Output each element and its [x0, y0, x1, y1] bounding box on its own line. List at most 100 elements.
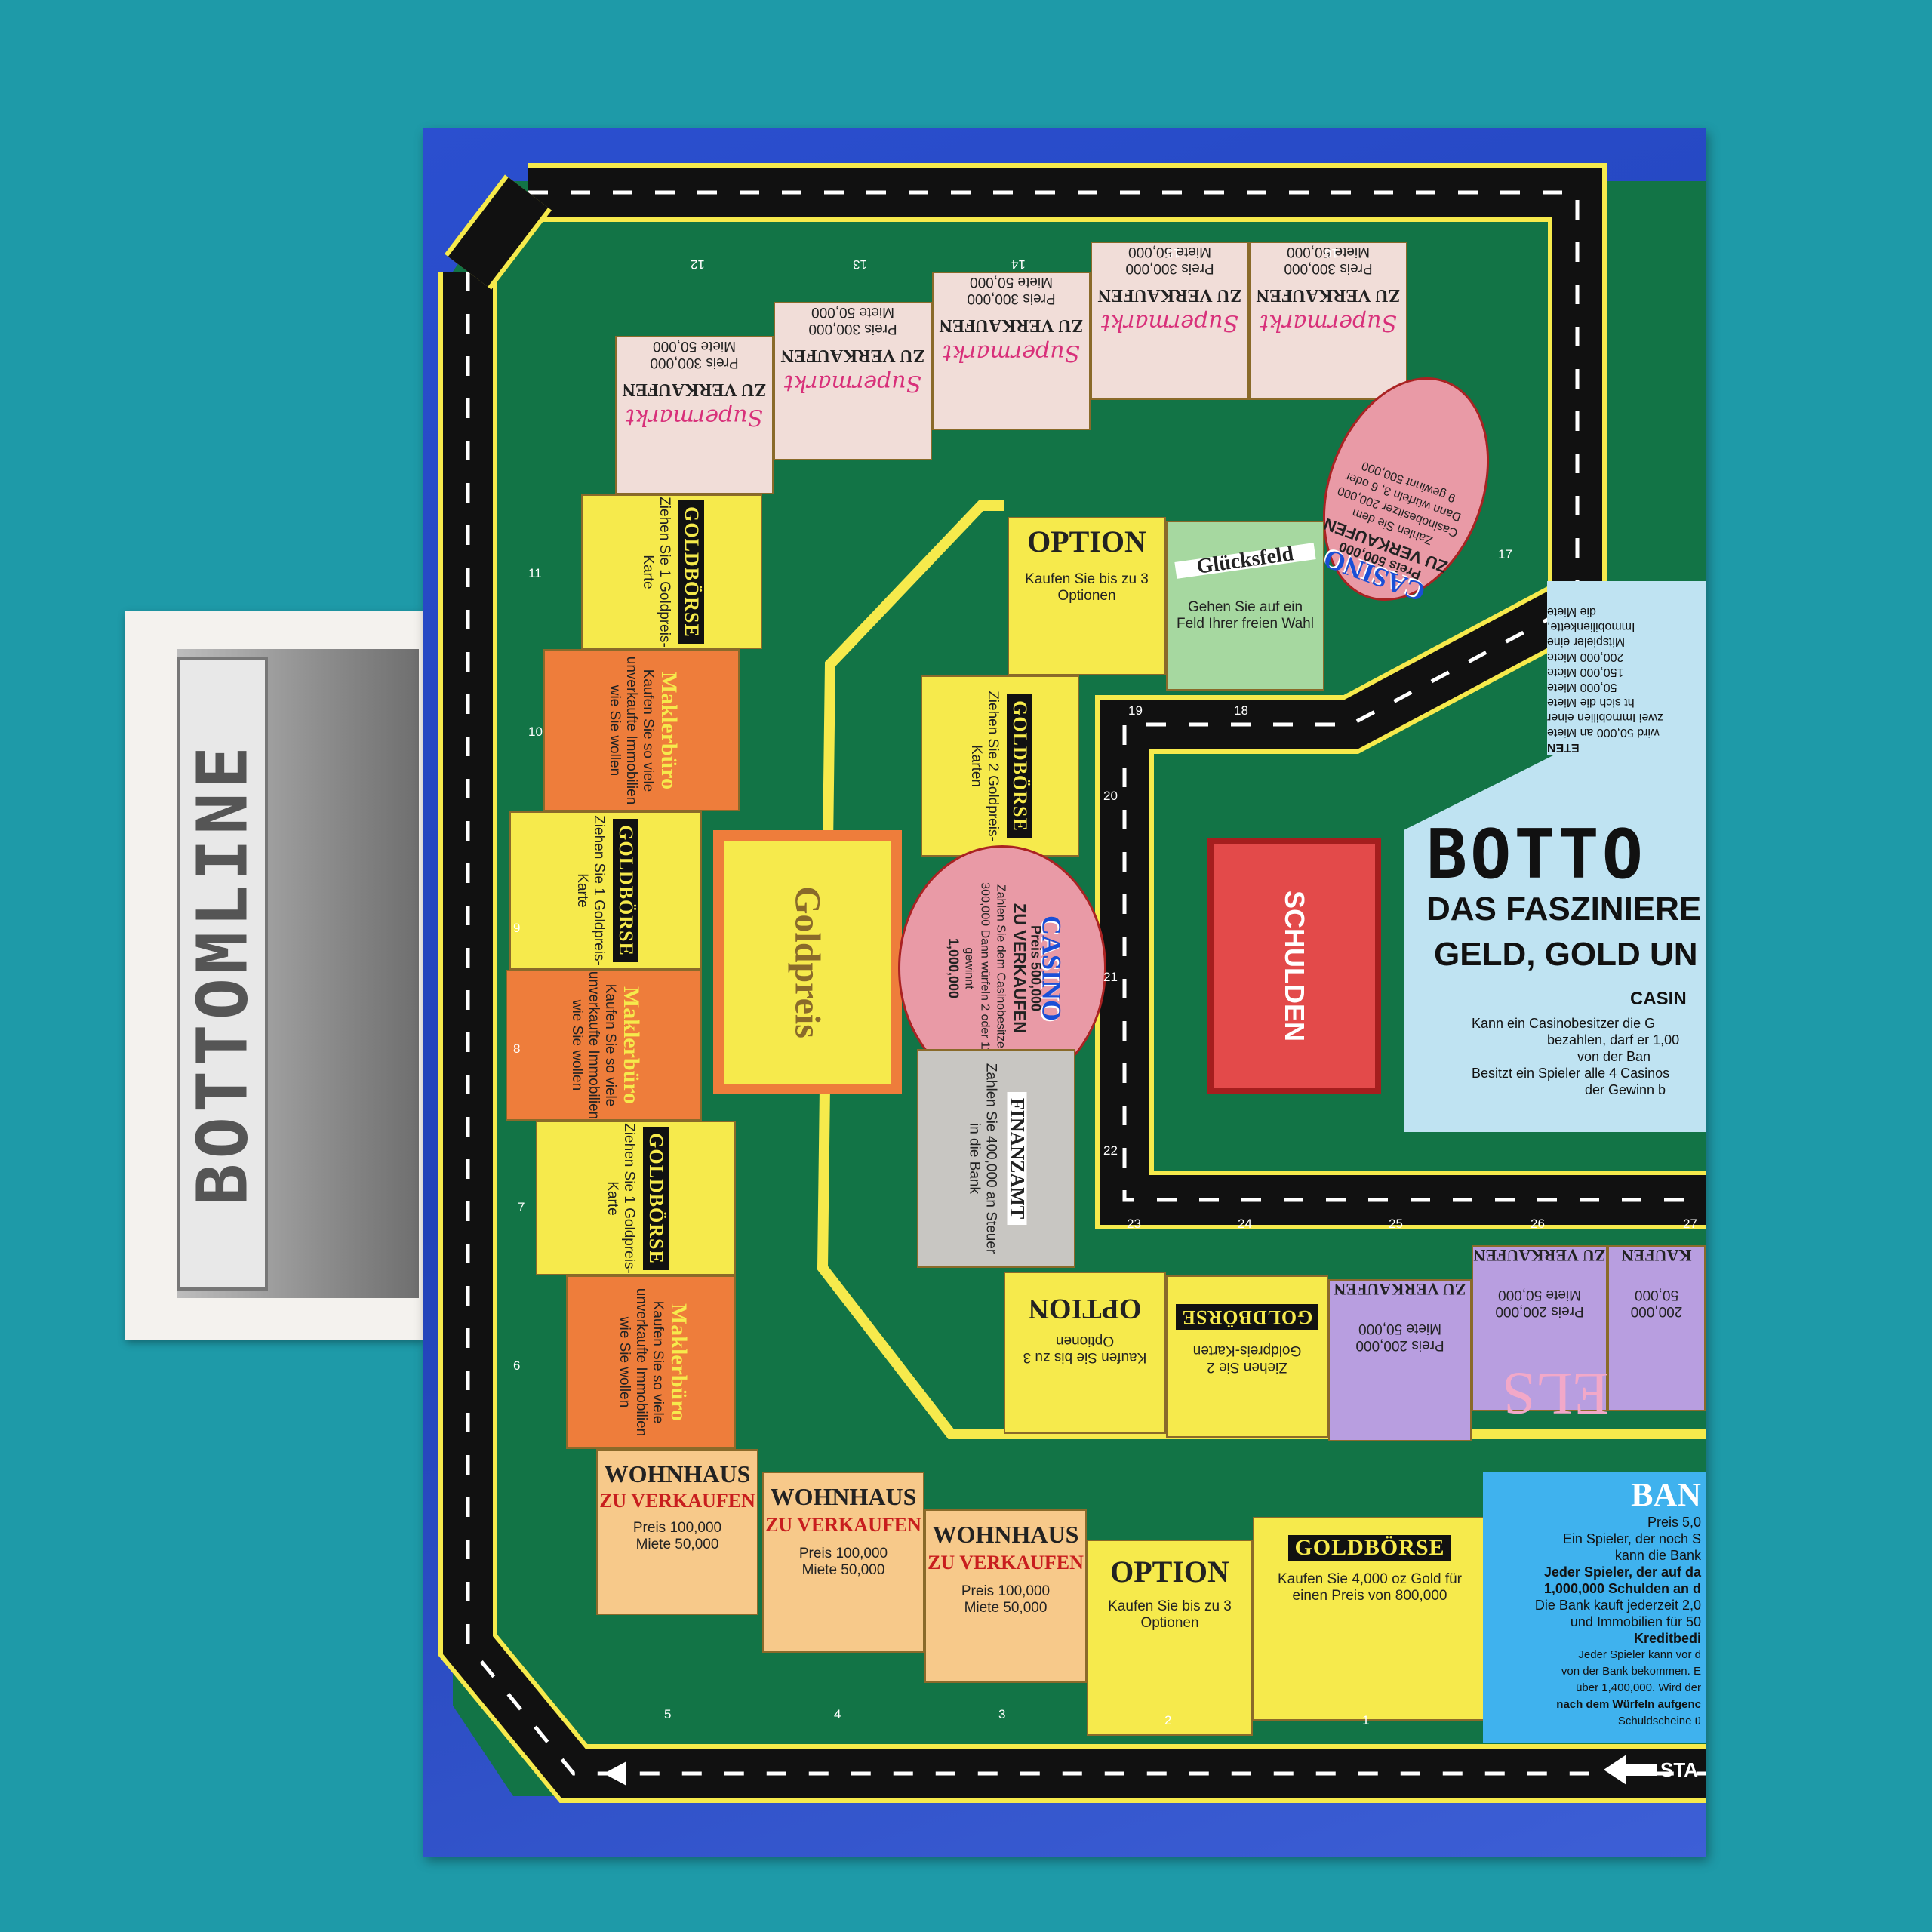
tile-26-property[interactable]: Preis 200,000 Miete 50,000 ZU VERKAUFEN: [1472, 1245, 1607, 1411]
tile-9-goldboerse[interactable]: GOLDBÖRSE Ziehen Sie 1 Goldpreis-Karte: [509, 811, 702, 970]
tile-8-maklerbuero[interactable]: Maklerbüro Kaufen Sie so viele unverkauf…: [506, 970, 702, 1121]
tile-13-supermarkt[interactable]: Supermarkt ZU VERKAUFEN Preis 300,000 Mi…: [774, 302, 932, 460]
start-label: STA: [1660, 1758, 1699, 1781]
square-number: 17: [1498, 547, 1512, 561]
goldpreis-label: Goldpreis: [787, 886, 828, 1038]
maklerbuero-label: Maklerbüro: [619, 986, 644, 1105]
square-number: 4: [834, 1707, 841, 1721]
tile-20-goldboerse[interactable]: GOLDBÖRSE Ziehen Sie 2 Goldpreis-Karten: [921, 675, 1079, 857]
bank-line: von der Bank bekommen. E: [1561, 1665, 1701, 1678]
square-number: 25: [1389, 1217, 1403, 1231]
tile-12-supermarkt[interactable]: Supermarkt ZU VERKAUFEN Preis 300,000 Mi…: [615, 336, 774, 494]
sale-label: ZU VERKAUFEN: [599, 1490, 755, 1512]
supermarkt-label: Supermarkt: [1100, 309, 1239, 336]
tile-8-text: Kaufen Sie so viele unverkaufte Immobili…: [569, 971, 618, 1120]
center-info-panel: BOTTO DAS FASZINIERE GELD, GOLD UN CASIN…: [1404, 755, 1706, 1132]
price: Preis 300,000: [808, 321, 897, 337]
square-number: 14: [1011, 257, 1026, 272]
tile-18-gluecksfeld[interactable]: Glücksfeld Gehen Sie auf ein Feld Ihrer …: [1166, 521, 1324, 691]
square-number: 19: [1128, 703, 1143, 718]
tile-7-goldboerse[interactable]: GOLDBÖRSE Ziehen Sie 1 Goldpreis-Karte: [536, 1121, 736, 1275]
option-label: OPTION: [1110, 1555, 1229, 1589]
tile-21-text: Zahlen Sie dem Casinobesitzer 300,000 Da…: [962, 882, 1008, 1054]
square-number: 6: [513, 1358, 521, 1373]
sale-label: ZU VERKAUFEN: [1334, 1280, 1466, 1299]
wohnhaus-label: WOHNHAUS: [604, 1460, 751, 1487]
square-number: 15: [1166, 246, 1180, 260]
bank-line: kann die Bank: [1614, 1548, 1701, 1563]
tile-24-goldboerse[interactable]: Ziehen Sie 2 Goldpreis-Karten GOLDBÖRSE: [1166, 1275, 1328, 1438]
tile-10-maklerbuero[interactable]: Maklerbüro Kaufen Sie so viele unverkauf…: [543, 649, 740, 811]
supermarkt-label: Supermarkt: [1259, 309, 1398, 336]
tile-19-option[interactable]: OPTION Kaufen Sie bis zu 3 Optionen: [1008, 517, 1166, 675]
tile-14-supermarkt[interactable]: Supermarkt ZU VERKAUFEN Preis 300,000 Mi…: [932, 272, 1091, 430]
tile-1-text: Kaufen Sie 4,000 oz Gold für einen Preis…: [1278, 1571, 1462, 1604]
price: Preis 300,000: [967, 291, 1056, 306]
tile-3-wohnhaus[interactable]: WOHNHAUS ZU VERKAUFEN Preis 100,000 Miet…: [924, 1509, 1087, 1683]
square-number: 10: [528, 724, 543, 739]
goldboerse-label: GOLDBÖRSE: [678, 500, 704, 644]
tile-21-win: 1,000,000: [946, 937, 961, 999]
casino-label: CASINO: [1036, 915, 1067, 1022]
sale-label: ZU VERKAUFEN: [1010, 903, 1029, 1034]
square-number: 12: [691, 257, 705, 272]
square-number: 22: [1103, 1143, 1118, 1158]
price: 200,000: [1630, 1303, 1683, 1319]
goldboerse-label: GOLDBÖRSE: [1007, 694, 1032, 838]
bank-line: Schuldscheine ü: [1617, 1715, 1701, 1727]
square-number: 13: [853, 257, 867, 272]
square-number: 5: [664, 1707, 672, 1721]
tile-10-text: Kaufen Sie so viele unverkaufte Immobili…: [607, 656, 656, 804]
option-label: OPTION: [1027, 525, 1146, 558]
sale-label: KAUFEN: [1621, 1246, 1692, 1265]
tile-6-text: Kaufen Sie so viele unverkaufte Immobili…: [616, 1287, 666, 1437]
tile-2-text: Kaufen Sie bis zu 3 Optionen: [1108, 1598, 1232, 1631]
goldpreis-deck[interactable]: Goldpreis: [713, 830, 902, 1094]
tile-25-property[interactable]: Preis 200,000 Miete 50,000 ZU VERKAUFEN: [1328, 1279, 1472, 1441]
bank-line: über 1,400,000. Wird der: [1576, 1681, 1701, 1694]
bank-line: Ein Spieler, der noch S: [1562, 1531, 1701, 1546]
bank-line: Kreditbedi: [1633, 1631, 1701, 1646]
square-number: 1: [1362, 1713, 1370, 1727]
sale-label: ZU VERKAUFEN: [928, 1552, 1084, 1574]
bank-line: Jeder Spieler kann vor d: [1578, 1648, 1701, 1661]
bank-panel[interactable]: BAN Preis 5,0 Ein Spieler, der noch S ka…: [1483, 1472, 1706, 1743]
square-number: 21: [1103, 970, 1118, 984]
rent: 50,000: [1634, 1287, 1679, 1303]
bank-line: Preis 5,0: [1647, 1515, 1701, 1530]
tile-9-text: Ziehen Sie 1 Goldpreis-Karte: [574, 815, 607, 966]
finanzamt-label: FINANZAMT: [1007, 1091, 1029, 1226]
square-number: 26: [1531, 1217, 1545, 1231]
tile-2-option[interactable]: OPTION Kaufen Sie bis zu 3 Optionen: [1087, 1540, 1253, 1736]
center-logo: BOTTO: [1426, 815, 1646, 894]
price: Preis 500,000: [1028, 924, 1044, 1012]
wohnhaus-label: WOHNHAUS: [770, 1483, 917, 1510]
bank-line: 1,000,000 Schulden an d: [1543, 1581, 1701, 1596]
tile-6-maklerbuero[interactable]: Maklerbüro Kaufen Sie so viele unverkauf…: [566, 1275, 736, 1449]
tile-23-option[interactable]: Kaufen Sie bis zu 3 Optionen OPTION: [1004, 1272, 1166, 1434]
tile-27-property[interactable]: 200,000 50,000 KAUFEN: [1607, 1245, 1706, 1411]
goldboerse-label: GOLDBÖRSE: [1288, 1535, 1451, 1561]
bank-title: BAN: [1631, 1476, 1701, 1513]
sale-label: ZU VERKAUFEN: [765, 1514, 921, 1536]
schulden-field[interactable]: SCHULDEN: [1208, 838, 1381, 1094]
goldboerse-label: GOLDBÖRSE: [1175, 1304, 1319, 1330]
tile-16-supermarkt[interactable]: Supermarkt ZU VERKAUFEN Preis 300,000 Mi…: [1249, 242, 1407, 400]
tile-11-goldboerse[interactable]: GOLDBÖRSE Ziehen Sie 1 Goldpreis-Karte: [581, 494, 762, 649]
tile-1-goldboerse[interactable]: GOLDBÖRSE Kaufen Sie 4,000 oz Gold für e…: [1253, 1517, 1487, 1721]
tile-5-wohnhaus[interactable]: WOHNHAUS ZU VERKAUFEN Preis 100,000 Miet…: [596, 1449, 758, 1615]
leaflet-logo: BOTTOMLINE: [177, 657, 268, 1291]
tile-7-text: Ziehen Sie 1 Goldpreis-Karte: [604, 1122, 637, 1274]
gluecksfeld-label: Glücksfeld: [1174, 542, 1316, 579]
square-number: 20: [1103, 789, 1118, 803]
tile-22-finanzamt[interactable]: FINANZAMT Zahlen Sie 400,000 an Steuer i…: [917, 1049, 1075, 1268]
tile-4-wohnhaus[interactable]: WOHNHAUS ZU VERKAUFEN Preis 100,000 Miet…: [762, 1472, 924, 1653]
square-number: 8: [513, 1041, 521, 1056]
square-number: 2: [1164, 1713, 1172, 1727]
tile-15-supermarkt[interactable]: Supermarkt ZU VERKAUFEN Preis 300,000 Mi…: [1091, 242, 1249, 400]
price: Preis 200,000: [1495, 1303, 1584, 1319]
sale-label: ZU VERKAUFEN: [1097, 285, 1242, 305]
rent: Miete 50,000: [1498, 1287, 1581, 1303]
square-number: 11: [528, 566, 542, 580]
